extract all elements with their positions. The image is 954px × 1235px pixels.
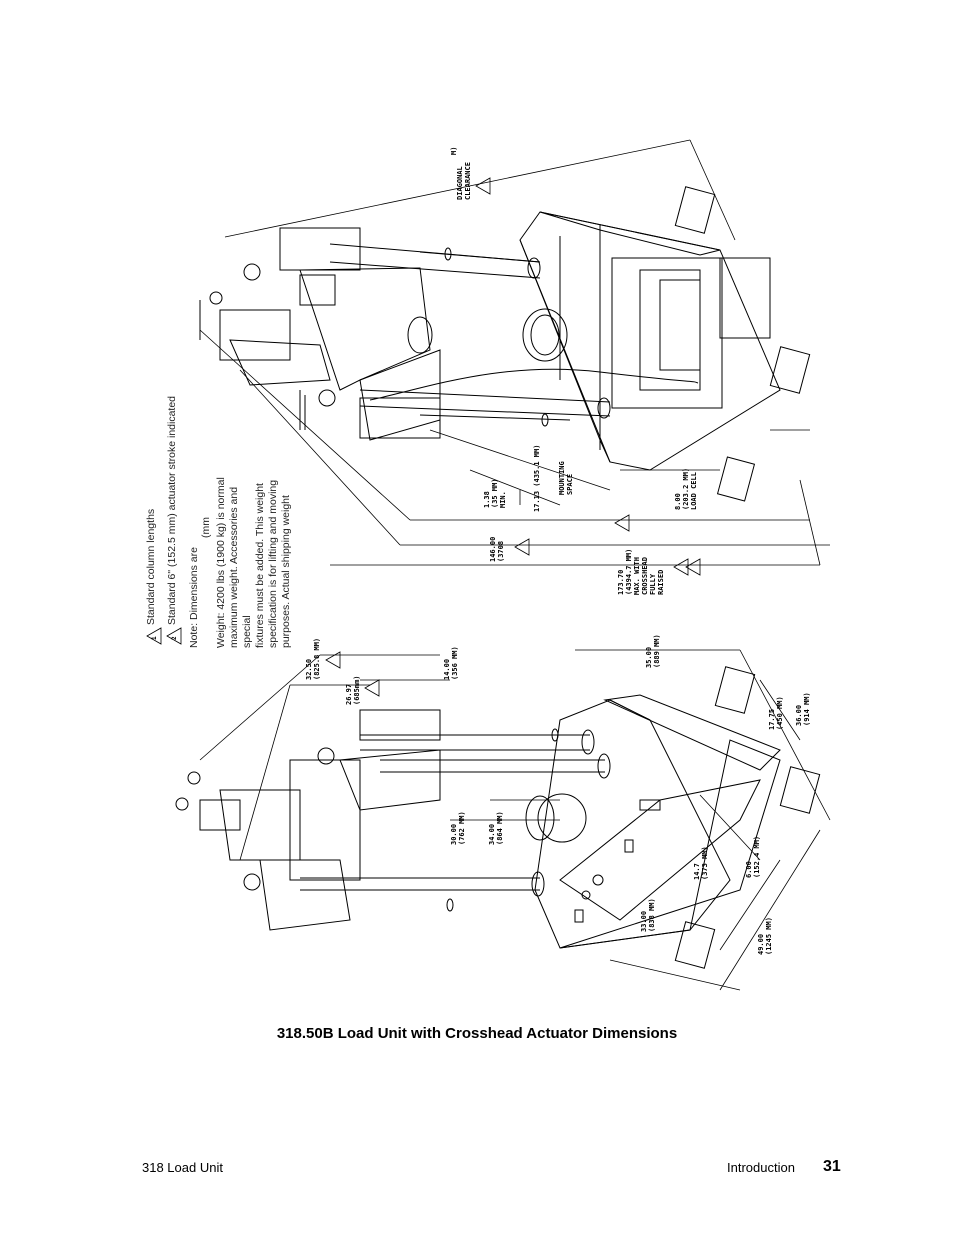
note-marker-2: 2 <box>171 636 178 640</box>
dim-34-00: 34.00 (864 MM) <box>488 811 504 845</box>
dim-36-00: 36.00 (914 MM) <box>795 692 811 726</box>
dim-diagonal-clearance: DIAGONAL CLEARANCE <box>456 162 472 200</box>
right-view-columns <box>329 243 611 427</box>
dim-26-97: 26.97 (685mm) <box>345 675 361 705</box>
dim-35-00: 35.00 (889 MM) <box>645 634 661 668</box>
left-view-actuator <box>537 793 587 843</box>
left-view-columns <box>300 728 611 912</box>
right-view-actuator <box>522 308 568 362</box>
note-dimensions-unit: (mm <box>200 517 212 538</box>
figure-caption: 318.50B Load Unit with Crosshead Actuato… <box>276 1025 678 1042</box>
load-unit-line-drawing <box>146 139 831 991</box>
note-dimensions: Note: Dimensions are <box>188 547 200 648</box>
left-view-feet <box>674 666 821 969</box>
dim-14-00: 14.00 (356 MM) <box>443 646 459 680</box>
right-view-crosshead <box>199 227 441 441</box>
dim-33-00: 33.00 (838 MM) <box>640 898 656 932</box>
left-view-dimension-lines <box>199 649 831 991</box>
dim-30-00: 30.00 (762 MM) <box>450 811 466 845</box>
note-actuator-stroke: Standard 6" (152.5 mm) actuator stroke i… <box>166 395 178 625</box>
right-view-dimension-lines <box>199 139 830 566</box>
dim-17-75: 17.75 (450 MM) <box>768 696 784 730</box>
left-view-crosshead <box>175 709 441 931</box>
page-number: 31 <box>823 1158 841 1175</box>
left-view-frame <box>534 694 781 949</box>
left-view-panel <box>574 799 661 923</box>
callout-triangles <box>146 177 701 697</box>
dimension-drawing: Standard column lengths Standard 6" (152… <box>145 139 831 991</box>
footer-document-title: 318 Load Unit <box>142 1160 223 1175</box>
note-column-lengths: Standard column lengths <box>145 508 157 625</box>
right-view-feet <box>674 186 811 502</box>
dim-173-70: 173.70 (4394.7 MM) MAX. WITH CROSSHEAD F… <box>617 548 665 595</box>
dim-6-00: 6.00 (152.4 MM) <box>745 835 761 878</box>
dim-diagonal-unit: M) <box>450 146 458 155</box>
dim-mounting-space: MOUNTING SPACE <box>558 461 574 495</box>
dim-14-7: 14.7 (373 MM) <box>693 846 709 880</box>
right-view-frame <box>519 211 781 471</box>
dim-146: 146.00 (3708 <box>489 536 505 562</box>
dim-32-50: 32.50 (825.8 MM) <box>305 637 321 680</box>
dim-load-cell: 8.00 (203.2 MM) LOAD CELL <box>674 467 698 510</box>
note-weight: Weight: 4200 lbs (1900 kg) is normal max… <box>215 477 292 648</box>
dim-1-38: 1.38 (35 MM) MIN. <box>483 478 507 508</box>
dim-17-13: 17.13 (435.1 MM) <box>533 444 541 512</box>
dim-49-00: 49.00 (1245 MM) <box>757 917 773 955</box>
note-marker-1: 1 <box>151 636 158 640</box>
footer-section: Introduction <box>727 1160 795 1175</box>
